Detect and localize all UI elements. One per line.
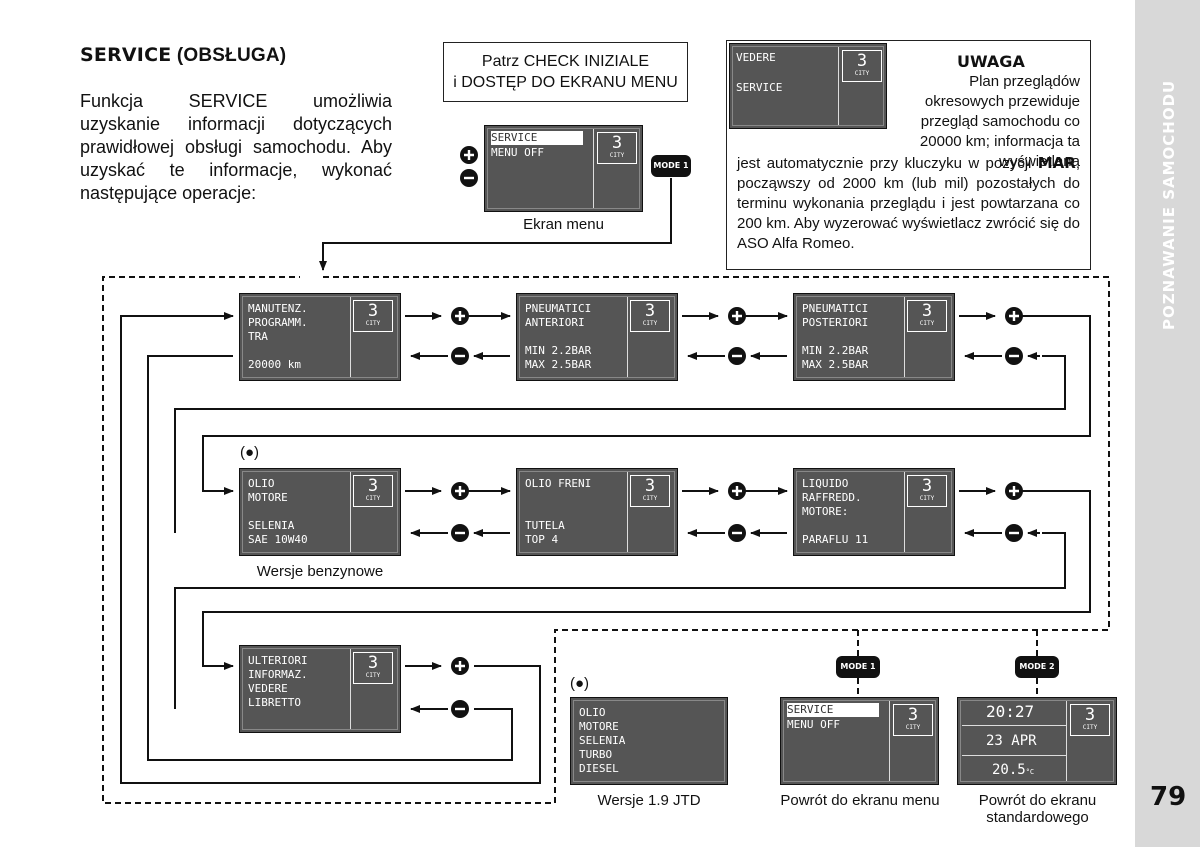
bullet-note-petrol: (●): [240, 444, 260, 461]
minus-icon: [728, 347, 746, 365]
mode1-tag-bottom: MODE 1: [836, 656, 880, 678]
screen-pneumatici-posteriori: PNEUMATICI POSTERIORI MIN 2.2BAR MAX 2.5…: [793, 293, 955, 381]
minus-icon: [728, 524, 746, 542]
sidebar-tab: [1135, 0, 1200, 847]
minus-icon: [1005, 524, 1023, 542]
mode2-tag: MODE 2: [1015, 656, 1059, 678]
caption-jtd: Wersje 1.9 JTD: [597, 792, 701, 809]
plus-icon: [1005, 307, 1023, 325]
uwaga-paragraph-2: jest automatycznie przy kluczyku w pozyc…: [737, 154, 1080, 252]
page-number: 79: [1150, 782, 1187, 812]
uwaga-heading: UWAGA: [957, 52, 1025, 71]
caption-benzynowe: Wersje benzynowe: [256, 563, 384, 580]
minus-icon: [460, 169, 478, 187]
minus-icon: [451, 347, 469, 365]
minus-icon: [1005, 347, 1023, 365]
plus-icon: [460, 146, 478, 164]
check-iniziale-callout: Patrz CHECK INIZIALE i DOSTĘP DO EKRANU …: [443, 42, 688, 102]
plus-icon: [728, 307, 746, 325]
bullet-note-jtd: (●): [570, 675, 590, 692]
caption-return-menu: Powrót do ekranu menu: [780, 792, 940, 809]
plus-icon: [451, 657, 469, 675]
caption-return-standard: Powrót do ekranu standardowego: [978, 792, 1097, 826]
minus-icon: [451, 700, 469, 718]
intro-text: Funkcja SERVICE umożliwia uzyskanie info…: [80, 91, 392, 203]
plus-icon: [451, 482, 469, 500]
menu-screen-caption: Ekran menu: [523, 216, 604, 233]
minus-icon: [451, 524, 469, 542]
page-title: SERVICE (OBSŁUGA): [80, 44, 287, 66]
plus-icon: [1005, 482, 1023, 500]
uwaga-paragraph-1: Plan przeglądów okresowych przewiduje pr…: [919, 73, 1080, 170]
plus-icon: [451, 307, 469, 325]
plus-icon: [728, 482, 746, 500]
mode1-button-tag: MODE 1: [651, 155, 691, 177]
screen-pneumatici-anteriori: PNEUMATICI ANTERIORI MIN 2.2BAR MAX 2.5B…: [516, 293, 678, 381]
screen-jtd: OLIO MOTORE SELENIA TURBO DIESEL: [570, 697, 728, 785]
